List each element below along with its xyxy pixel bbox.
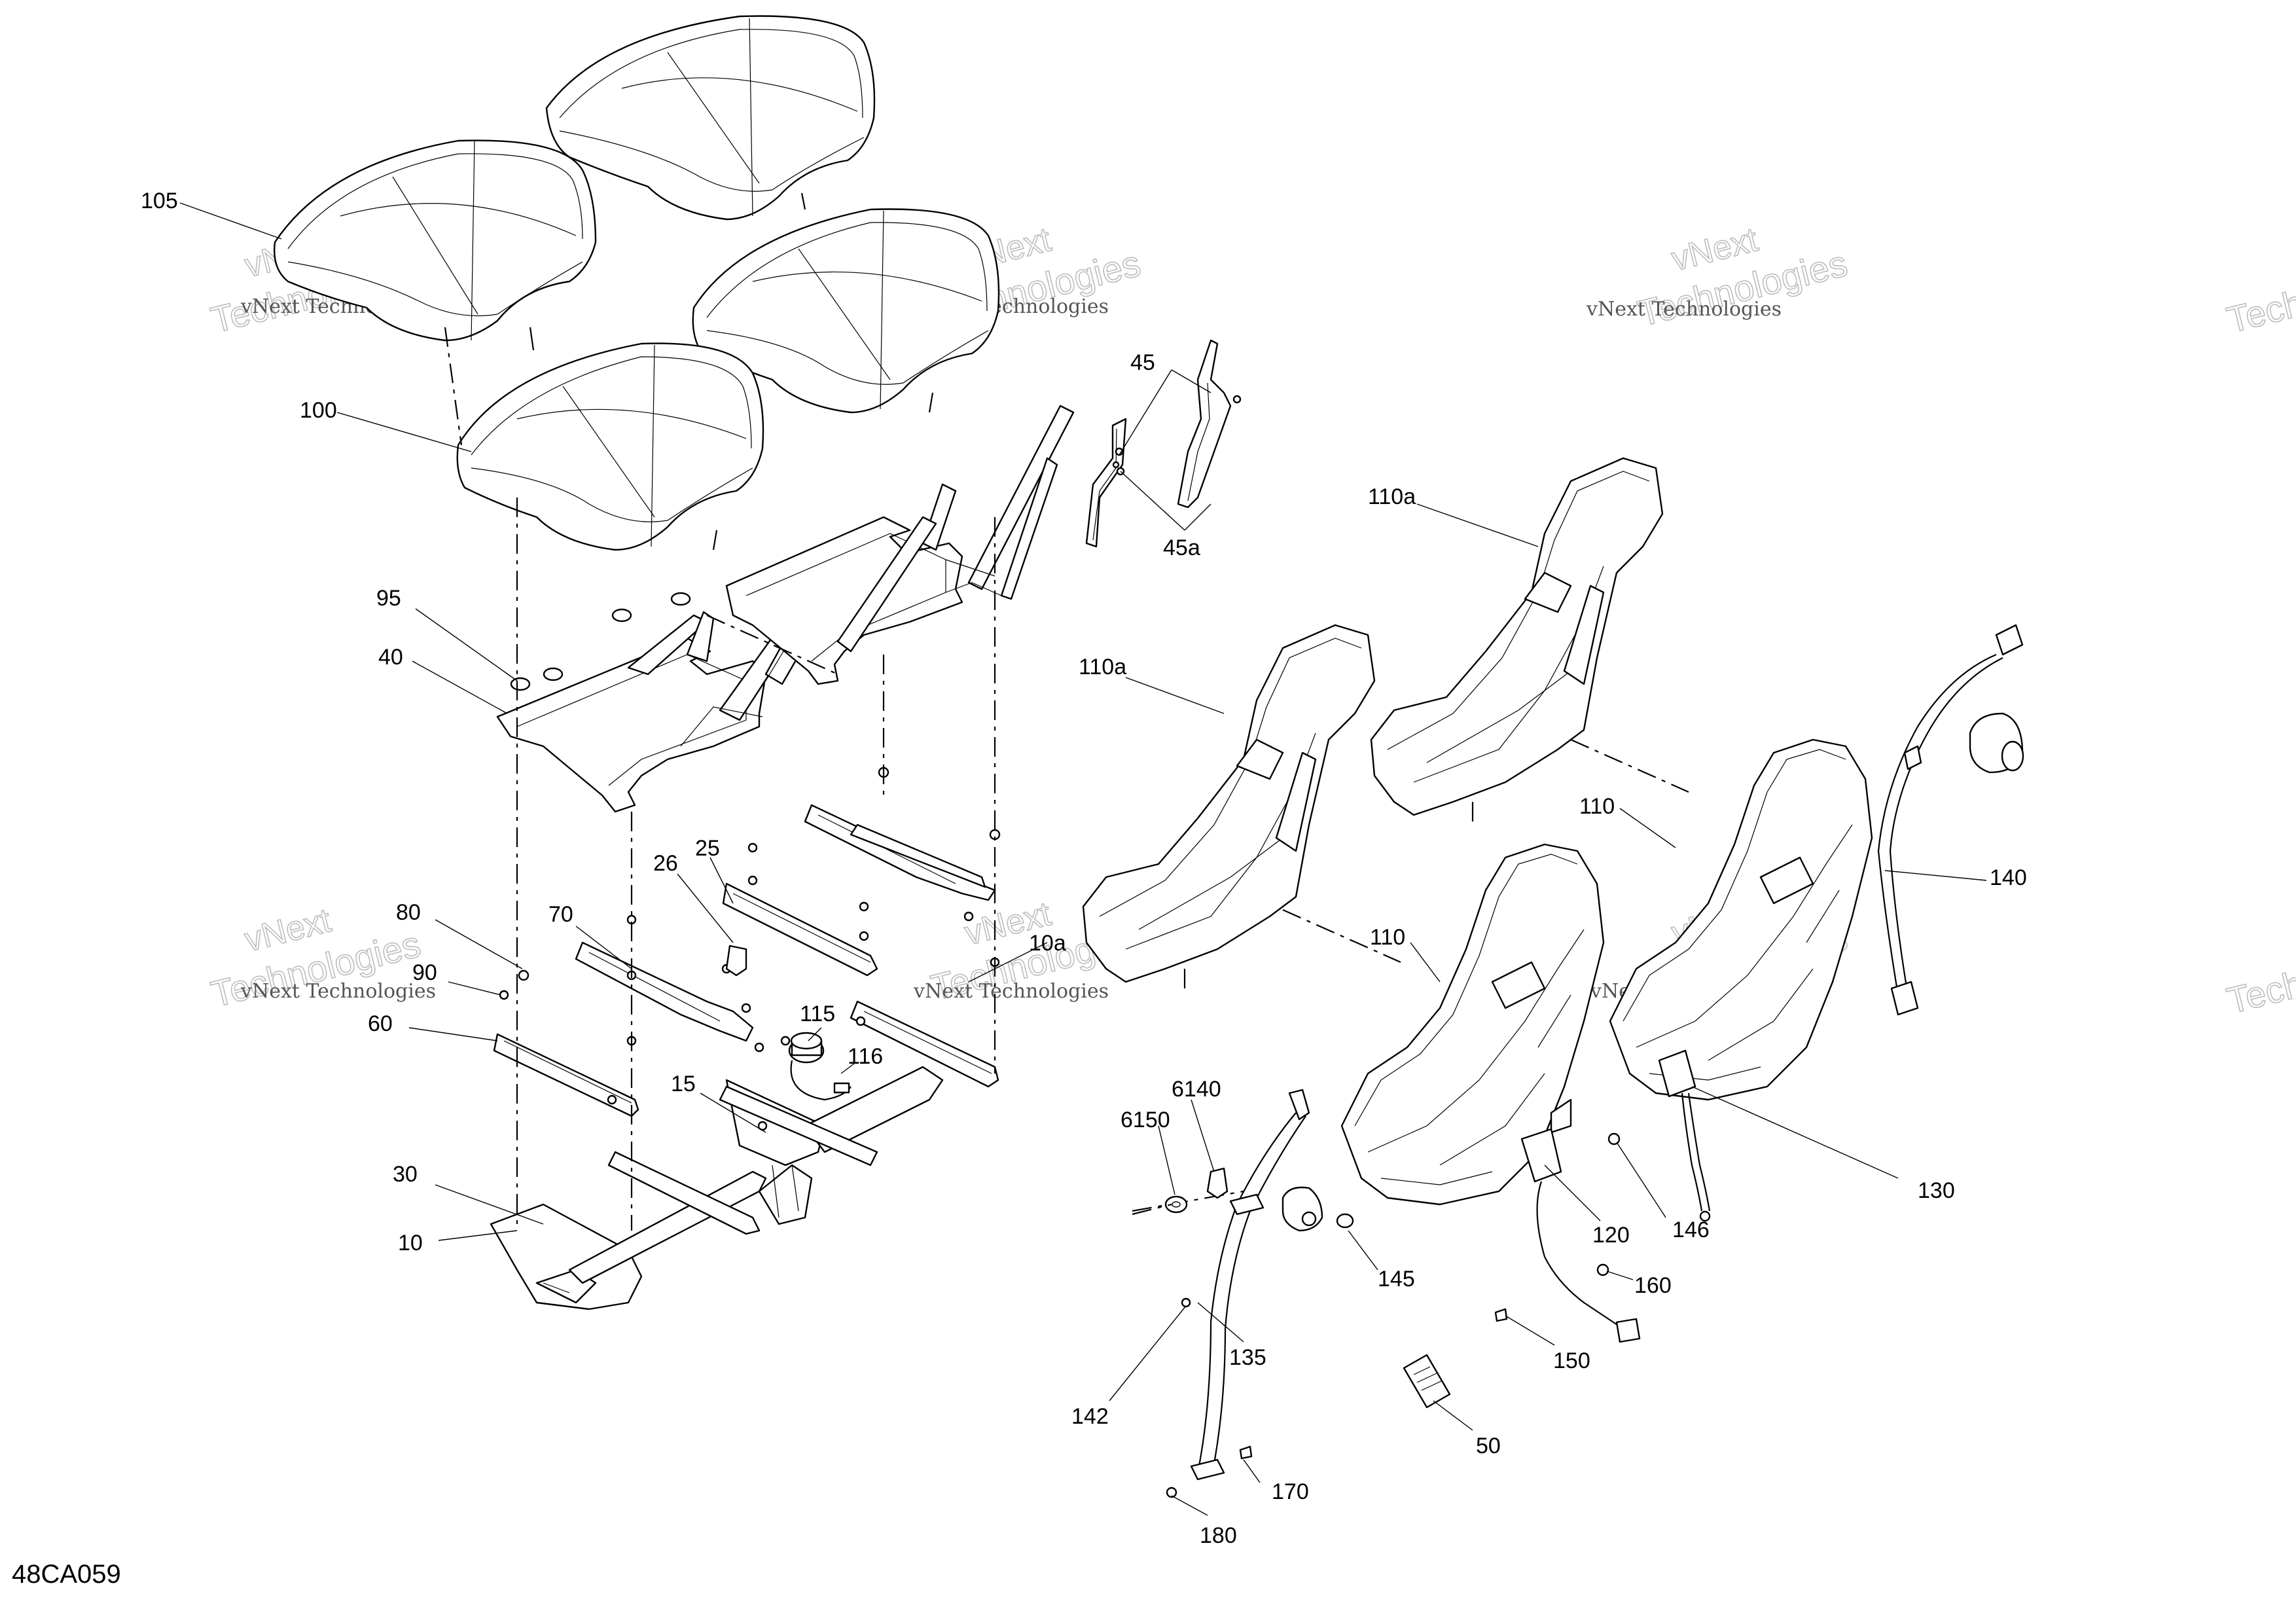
watermark-long: Technologies [2223, 249, 2296, 340]
callout-label: 80 [396, 900, 421, 925]
seat-110-front [1340, 843, 1605, 1206]
seat-belt-140 [1877, 624, 2024, 1016]
grommets [510, 592, 691, 691]
callout-label: 10 [398, 1231, 423, 1255]
seat-cushion-rear-right [545, 15, 876, 221]
callout-label: 10a [1029, 931, 1066, 956]
watermark-long: Technologies [2223, 929, 2296, 1021]
cushion-clips [529, 192, 934, 550]
label-50 [1403, 1354, 1451, 1409]
watermark-text: vNext Technologies [1586, 298, 1782, 321]
seat-cushion-front-left [456, 342, 764, 551]
callout-label: 130 [1918, 1178, 1955, 1203]
bolt-6140 [1206, 1167, 1229, 1199]
seat-sensor-115 [788, 1032, 852, 1101]
callout-label: 110 [1370, 925, 1405, 950]
callout-label: 30 [393, 1162, 418, 1187]
callout-label: 95 [376, 586, 401, 611]
callout-label: 60 [368, 1011, 393, 1036]
washer-6150 [1164, 1195, 1188, 1214]
callout-label: 142 [1071, 1404, 1109, 1429]
seat-cushion-front-right [692, 208, 1000, 414]
callout-label: 90 [412, 960, 437, 985]
watermark-text: vNext Technologies [240, 980, 436, 1003]
callout-label: 170 [1272, 1479, 1309, 1504]
callout-label: 50 [1476, 1434, 1501, 1458]
seat-belt-135 [1181, 1089, 1323, 1481]
bracket-bolt [1112, 461, 1120, 469]
callout-label: 146 [1672, 1218, 1710, 1242]
bracket-26 [725, 945, 747, 977]
callout-label: 115 [800, 1001, 835, 1026]
callout-label: 110a [1079, 655, 1126, 679]
buckle-120 [1520, 1128, 1641, 1343]
callout-label: 180 [1200, 1523, 1237, 1548]
callout-label: 6140 [1172, 1077, 1221, 1102]
leader-lines [179, 202, 1987, 1516]
bolt-170 [1239, 1445, 1253, 1460]
seat-110-rear [1609, 738, 1873, 1101]
callout-label: 135 [1229, 1345, 1266, 1370]
callout-labels: 105 100 95 40 45 45a 110a 110a 110 110 1… [141, 189, 2027, 1548]
callout-label: 116 [848, 1044, 883, 1069]
nut-145 [1336, 1213, 1354, 1229]
callout-label: 6150 [1121, 1108, 1170, 1132]
nut-160 [1596, 1263, 1609, 1276]
callout-label: 26 [653, 851, 678, 876]
seat-cushion-rear-left [274, 139, 597, 342]
bracket-bolt [1232, 395, 1242, 404]
callout-label: 110 [1579, 794, 1615, 819]
misc-hardware [1132, 1132, 1621, 1498]
callout-label: 105 [141, 189, 178, 213]
callout-label: 100 [300, 398, 337, 423]
nut-180 [1166, 1487, 1177, 1498]
callout-label: 160 [1634, 1273, 1672, 1298]
callout-label: 110a [1368, 484, 1416, 509]
buckle-130 [1658, 1049, 1711, 1222]
callout-label: 40 [378, 645, 403, 670]
lower-base-frame [490, 1066, 944, 1310]
assembly-guide-lines-right [1132, 738, 1689, 1212]
callout-label: 70 [548, 902, 573, 927]
callout-label: 15 [671, 1072, 696, 1096]
assembly-guide-lines-left [444, 327, 996, 1231]
bolt-150 [1494, 1308, 1508, 1322]
callout-label: 25 [695, 836, 720, 861]
callout-label: 120 [1592, 1223, 1630, 1248]
callout-label: 45a [1163, 535, 1200, 560]
seat-back-110a-front [1082, 624, 1376, 988]
callout-label: 145 [1378, 1267, 1415, 1291]
slide-rails [493, 804, 999, 1117]
bracket-45a [1177, 339, 1232, 509]
bracket-45 [1085, 418, 1127, 548]
nut-146 [1607, 1132, 1621, 1146]
callout-label: 45 [1130, 350, 1155, 375]
callout-label: 140 [1990, 865, 2027, 890]
callout-label: 150 [1553, 1348, 1590, 1373]
diagram-code: 48CA059 [12, 1560, 121, 1589]
seat-back-110a-rear [1370, 457, 1664, 821]
watermark-text: vNext Technologies [913, 980, 1109, 1003]
seat-base-frame-rear [725, 405, 1075, 685]
